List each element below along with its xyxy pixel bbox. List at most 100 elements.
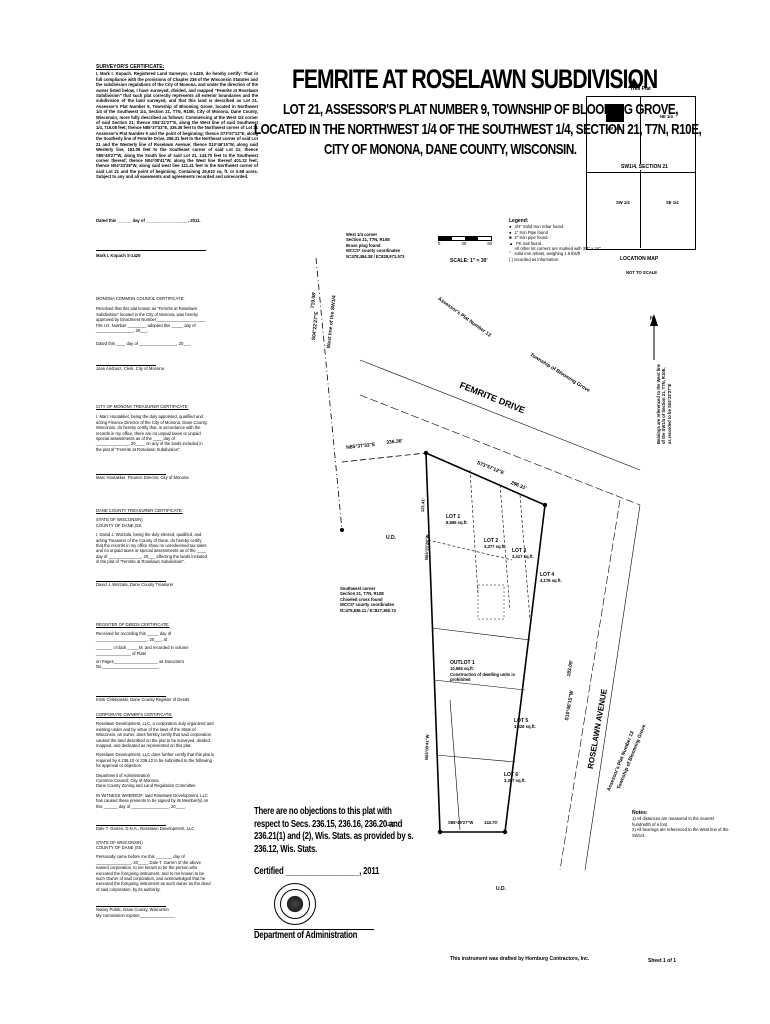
register-heading: REGISTER OF DEEDS CERTIFICATE: [96,622,170,627]
legend-item: ( ) recorded as information [509,257,601,262]
surveyor-body: I, Mark I. Kopach, Registered Land Surve… [96,71,258,180]
lot-name: LOT 2 [484,538,499,544]
notary-line-1: Notary Public, Dane County, Wisconsin [96,907,169,913]
sw-corner-note: Southwest corner Section 21, T7N, R10E C… [340,586,396,613]
corporate-certificate: CORPORATE OWNER'S CERTIFICATE: Roselawn … [96,712,214,918]
council-dated: Dated this ____ day of ________________,… [96,341,192,347]
location-map-frame [586,96,696,250]
corporate-signature-line [96,825,166,827]
state-seal-inner-icon [280,889,310,919]
legend-item: ■2" Iron pipe found [509,235,548,241]
county-treasurer-signature-line [96,580,166,582]
location-map-title: LOCATION MAP [620,256,659,262]
bearing-note: Bearings are referenced to the West line… [656,364,672,444]
west-corner-note: West 1/4 corner Section 21, T7N, R10E Br… [346,232,405,259]
council-heading: MONONA COMMON COUNCIL CERTIFICATE: [96,296,185,301]
lot-name: LOT 3 [512,548,527,554]
county-treasurer-certificate: DANE COUNTY TREASURER CERTIFICATE: STATE… [96,508,208,587]
city-treasurer-heading: CITY OF MONONA TREASURER CERTIFICATE: [96,404,189,409]
lot-name: LOT 5 [514,718,529,724]
legend-item-label: 1" Iron Pipe found [514,229,548,235]
corporate-body-1: Roselawn Development, LLC, a corporation… [96,721,214,749]
outlot-1: OUTLOT 1 10,565 sq.ft. Construction of d… [450,660,530,683]
lot-line [427,539,513,561]
county-treasurer-heading: DANE COUNTY TREASURER CERTIFICATE: [96,508,183,513]
west-bearing: N04°08'41"W [424,734,430,761]
lot-line [431,627,531,641]
county-treasurer-body: I, David J. Worzala, being the duly elec… [96,532,207,565]
city-treasurer-signer: Marc Houtakker, Finance Director, City o… [96,475,189,481]
location-map-section: SW1/4, SECTION 21 [620,164,669,171]
surveyor-signature-line [96,250,206,251]
location-map-nw: NW 1/4 [606,126,620,131]
notary-line-2: My commission expires_______________ [96,912,175,918]
femrite-centerline [359,359,641,471]
surveyor-dated: Dated this ______ day of _______________… [96,218,201,223]
lot-3: LOT 3 3,417 sq.ft. [512,548,534,560]
legend: Legend: ●3/4" Solid Iron rebar found ●1"… [509,218,601,262]
doa-certified: Certified __________________, 2011 [254,865,380,877]
lot-area: 4,178 sq.ft. [540,578,562,584]
register-signature-line [96,695,166,697]
legend-item: ○All other lot corners are marked with 3… [509,246,601,257]
legend-item-label: All other lot corners are marked with 3/… [514,246,601,257]
lot-area: 8,865 sq.ft. [446,520,468,526]
lot-1: LOT 1 8,865 sq.ft. [446,514,468,526]
legend-item-label: 2" Iron pipe found [514,235,548,241]
surveyor-heading: SURVEYOR'S CERTIFICATE: [96,64,165,70]
scale-ticks: 0 30 60 [438,241,492,246]
tie-line [341,452,427,463]
lot-area: 3,397 sq.ft. [504,778,526,784]
legend-item-label: 3/4" Solid Iron rebar found [514,224,564,230]
scale-bar-graphic [438,236,492,241]
location-map-quarter-line [586,172,696,173]
lot-line [519,494,531,621]
county-treasurer-signer: David J. Worzala, Dane County Treasurer [96,581,174,587]
title-line-3: CITY OF MONONA, DANE COUNTY, WISCONSIN. [324,141,577,158]
outlot-note: Construction of dwelling units is prohib… [450,671,515,683]
state-seal-icon [274,883,316,925]
corporate-heading: CORPORATE OWNER'S CERTIFICATE: [96,712,173,717]
notes-item: 2) All bearings are referenced to the We… [632,827,729,838]
plat-north-arrow-head-icon [650,314,658,326]
ud-label-lower: U.D. [386,822,396,828]
register-signer: Kristi Chlebowski, Dane County Register … [96,696,190,702]
outlot-area: 10,565 sq.ft. [450,666,474,672]
sheet-number: Sheet 1 of 1 [648,958,677,964]
legend-item: ●3/4" Solid Iron rebar found [509,224,564,230]
notary-signature-line [96,906,166,908]
legend-item-label: ( ) recorded as information [509,256,559,262]
doa-notice: There are no objections to this plat wit… [254,805,424,945]
notes-item: 1) All distances are measured to the nea… [632,816,714,827]
west-bearing-2: N04°23'28"W [424,534,430,561]
corporate-agencies: Department of Administration Common Coun… [96,772,196,789]
title-line-1: LOT 21, ASSESSOR'S PLAT NUMBER 9, TOWNSH… [283,101,679,118]
corporate-county: COUNTY OF DANE )SS [96,844,142,850]
county-treasurer-county: COUNTY OF DANE )SS [96,522,142,528]
location-map-ne: NE 1/4 [660,114,673,119]
corner-marker [437,829,443,835]
lot-2: LOT 2 3,377 sq.ft. [484,538,506,550]
femrite-edge [359,394,641,506]
ud-label-upper: U.D. [386,535,396,541]
corner-marker [423,450,429,456]
corner-marker [502,829,508,835]
lot-line [449,699,461,831]
council-body: Resolved that this plat known as "Femrit… [96,306,206,334]
legend-item: ●1" Iron Pipe found [509,229,548,235]
council-signature-line [96,364,156,366]
lot-name: LOT 1 [446,514,461,520]
legend-title: Legend: [509,218,529,224]
legend-item: ▲PK nail found [509,240,542,246]
plat-north-label: N [650,316,654,322]
roselawn-centerline [584,504,641,871]
location-map-this-plat: This Plat [630,86,651,92]
building-footprint [477,584,505,620]
city-treasurer-body: I, Marc Houtakker, being the duly appoin… [96,414,208,452]
lot-5: LOT 5 3,326 sq.ft. [514,718,536,730]
location-map-scale: NOT TO SCALE [626,270,658,275]
lot-area: 3,326 sq.ft. [514,724,536,730]
lot-name: LOT 4 [540,572,555,578]
scale-tick: 30 [461,241,467,246]
